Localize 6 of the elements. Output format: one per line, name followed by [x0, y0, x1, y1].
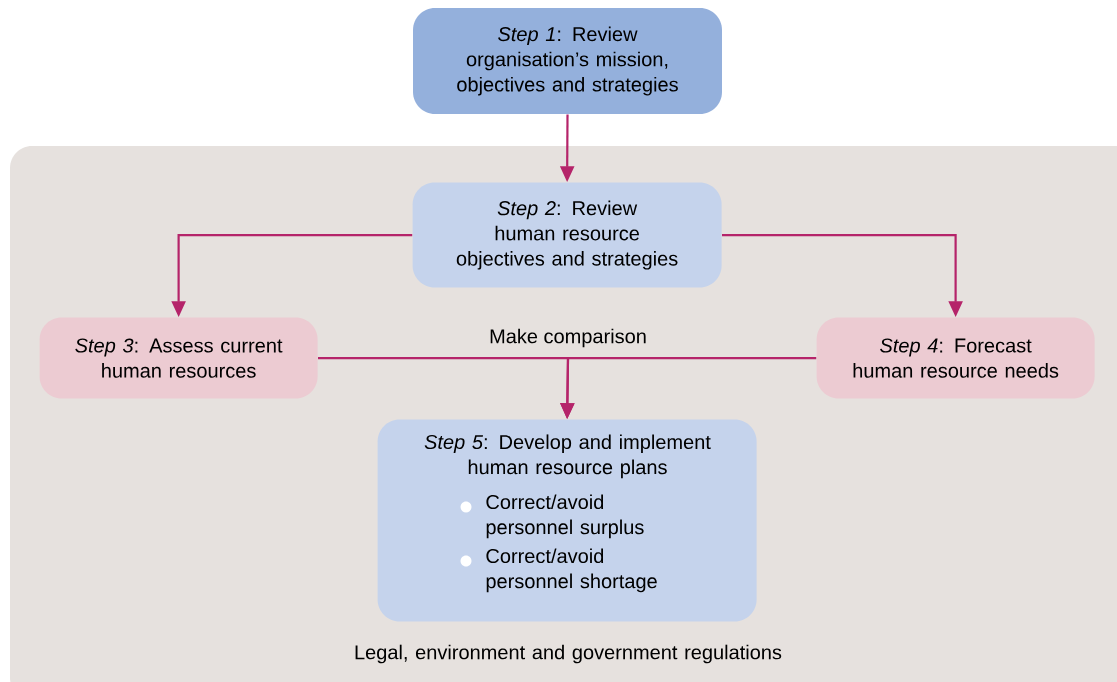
edge-label: Make comparison [487, 326, 649, 350]
step-box: Step 5: Develop and implement human resource plans Correct/avoid personnel surplus Correct/avoid personnel shortage [377, 419, 757, 622]
step-box: Step 2: Review human resource objectives and strategies [412, 182, 722, 288]
step-box: Step 1: Review organisation’s mission, objectives and strategies [413, 8, 722, 114]
step-box: Step 3: Assess current human resources [39, 317, 318, 399]
step-box: Step 4: Forecast human resource needs [816, 317, 1095, 399]
